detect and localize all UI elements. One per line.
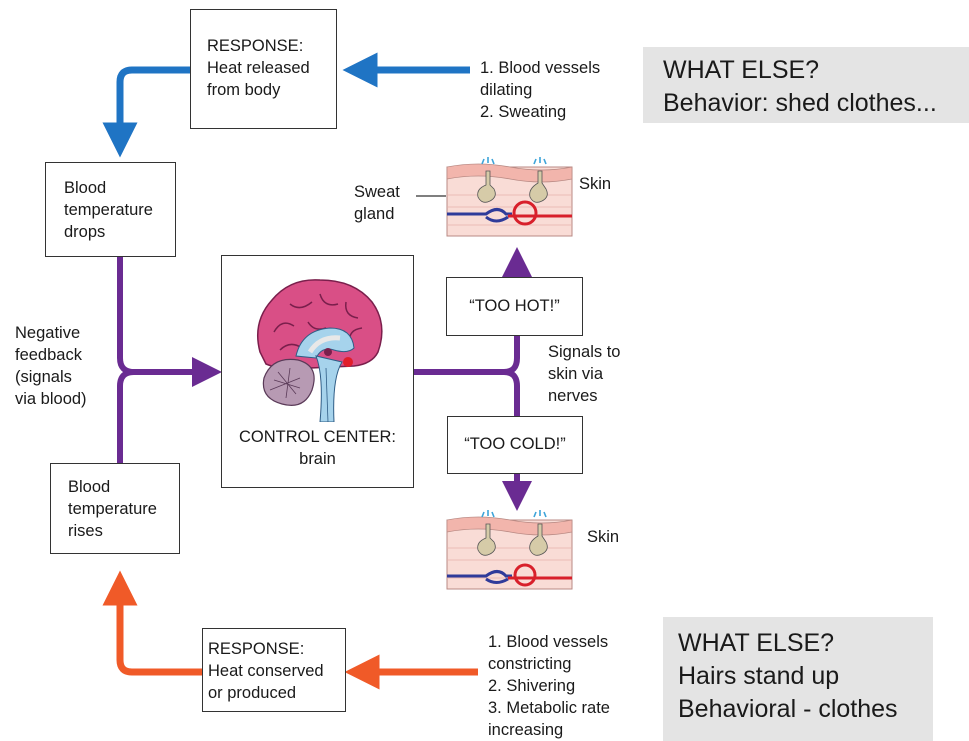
feedback-bracket	[117, 257, 135, 465]
signals-to-skin-label: Signals to skin via nerves	[548, 341, 620, 407]
sweat-gland-line-2: gland	[354, 205, 395, 223]
temp-drops-line-1: Blood	[64, 179, 107, 197]
skin-cross-section-top-icon	[446, 157, 573, 237]
temp-rises-line-1: Blood	[68, 478, 111, 496]
sweat-gland-label: Sweat gland	[354, 181, 400, 225]
cold-action-line-2: constricting	[488, 655, 572, 673]
temp-rises-line-3: rises	[68, 522, 103, 540]
arrow-response-to-temp-drops	[102, 66, 190, 158]
what-else-top-panel: WHAT ELSE? Behavior: shed clothes...	[643, 47, 969, 123]
temp-drops-line-3: drops	[64, 223, 106, 241]
too-hot-label: “TOO HOT!”	[469, 297, 560, 315]
too-hot-box: “TOO HOT!”	[446, 277, 583, 336]
negative-feedback-line-1: Negative	[15, 324, 81, 342]
response-heat-released-box: RESPONSE: Heat released from body	[190, 9, 337, 129]
control-center-line-1: CONTROL CENTER:	[238, 428, 397, 446]
response-top-line-3: from body	[207, 81, 281, 99]
skin-cross-section-bottom-icon	[446, 510, 573, 590]
nerves-fork	[503, 336, 520, 416]
what-else-bottom-panel: WHAT ELSE? Hairs stand up Behavioral - c…	[663, 617, 933, 741]
hot-action-line-2: dilating	[480, 81, 533, 99]
response-top-line-2: Heat released	[207, 59, 310, 77]
response-heat-conserved-box: RESPONSE: Heat conserved or produced	[202, 628, 346, 712]
what-else-bottom-heading: WHAT ELSE?	[678, 629, 835, 657]
skin-bottom-label: Skin	[587, 528, 620, 546]
too-cold-label: “TOO COLD!”	[464, 435, 566, 453]
signals-line-3: nerves	[548, 387, 598, 405]
temp-rises-box: Blood temperature rises	[50, 463, 180, 554]
cold-action-line-1: 1. Blood vessels	[488, 633, 609, 651]
what-else-bottom-item-2: Behavioral - clothes	[678, 695, 898, 723]
hot-action-line-1: 1. Blood vessels	[480, 59, 601, 77]
arrow-response-to-temp-rises	[102, 570, 202, 676]
response-bottom-line-3: or produced	[208, 684, 297, 702]
response-bottom-line-1: RESPONSE:	[208, 640, 305, 658]
signals-line-2: skin via	[548, 365, 604, 383]
signals-line-1: Signals to	[548, 343, 621, 361]
cold-action-line-4: 3. Metabolic rate	[488, 699, 610, 717]
what-else-top-heading: WHAT ELSE?	[663, 56, 820, 84]
hot-actions-list: 1. Blood vessels dilating 2. Sweating	[480, 57, 600, 123]
sweat-gland-line-1: Sweat	[354, 183, 400, 201]
temp-drops-line-2: temperature	[64, 201, 153, 219]
negative-feedback-label: Negative feedback (signals via blood)	[15, 322, 87, 410]
brain-illustration-icon	[257, 279, 383, 422]
hot-action-line-3: 2. Sweating	[480, 103, 567, 121]
what-else-bottom-item-1: Hairs stand up	[678, 662, 840, 690]
cold-actions-list: 1. Blood vessels constricting 2. Shiveri…	[488, 631, 610, 741]
too-cold-box: “TOO COLD!”	[447, 416, 583, 474]
what-else-top-item: Behavior: shed clothes...	[663, 89, 937, 117]
control-center-box: CONTROL CENTER: brain	[221, 255, 414, 488]
negative-feedback-line-3: (signals	[15, 368, 72, 386]
control-center-line-2: brain	[299, 450, 336, 468]
skin-top-label: Skin	[579, 175, 612, 193]
negative-feedback-line-2: feedback	[15, 346, 82, 364]
response-top-line-1: RESPONSE:	[207, 37, 304, 55]
temp-drops-box: Blood temperature drops	[45, 162, 176, 257]
cold-action-line-5: increasing	[488, 721, 564, 739]
negative-feedback-line-4: via blood)	[15, 390, 87, 408]
response-bottom-line-2: Heat conserved	[208, 662, 324, 680]
temp-rises-line-2: temperature	[68, 500, 157, 518]
cold-action-line-3: 2. Shivering	[488, 677, 576, 695]
